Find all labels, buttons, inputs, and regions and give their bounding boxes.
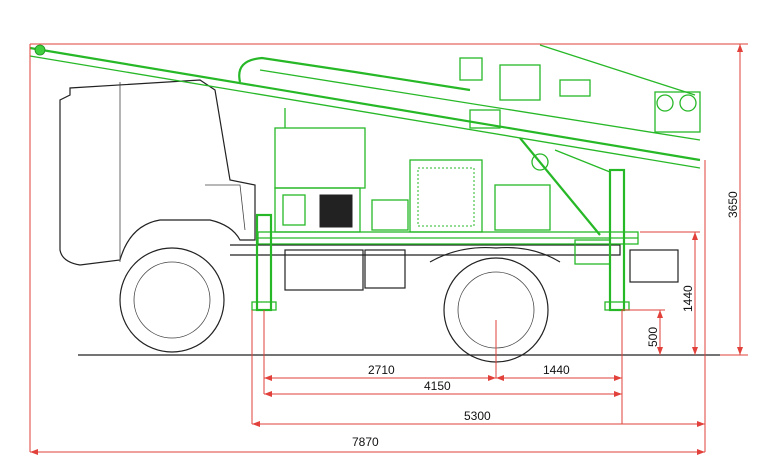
dim-outrigger-span: 4150 [424, 379, 451, 393]
dim-total-height: 3650 [726, 191, 740, 218]
dim-front-to-rear-axle: 2710 [368, 363, 395, 377]
dim-wheelbase-outrigger: 5300 [464, 409, 491, 423]
dimension-lines [29, 43, 748, 455]
dim-outrigger-height: 500 [646, 327, 660, 347]
dim-rear-overhang: 1440 [543, 363, 570, 377]
front-wheel [119, 247, 225, 353]
dim-platform-height: 1440 [681, 285, 695, 312]
dim-total-length: 7870 [352, 435, 379, 449]
